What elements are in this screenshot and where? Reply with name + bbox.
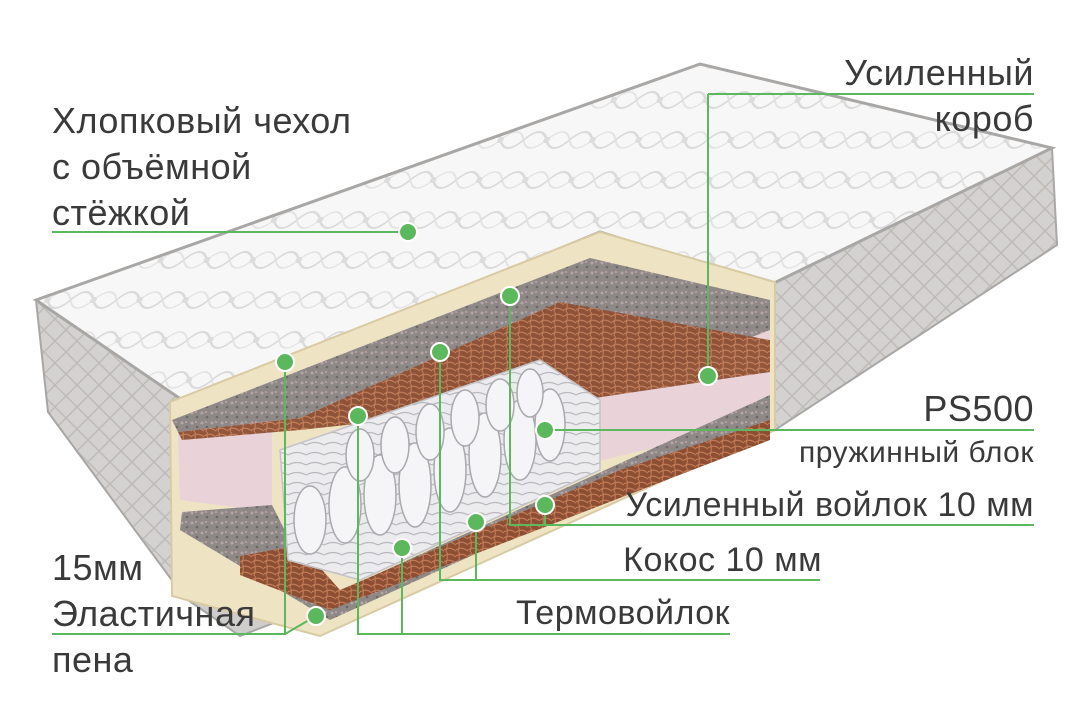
label-foam-line2: Эластичная [52,593,256,634]
dot-coconut-top [430,342,450,362]
label-cover: Хлопковый чехол с объёмной стёжкой [52,98,352,236]
dot-thermofelt-bottom [392,538,412,558]
dot-box [698,366,718,386]
dot-thermofelt-top [348,406,368,426]
dot-foam-bottom [306,606,326,626]
dot-felt-bottom [535,495,555,515]
label-cover-line3: стёжкой [52,192,191,233]
label-cover-line2: с объёмной [52,146,252,187]
label-cover-line1: Хлопковый чехол [52,100,352,141]
coconut-bottom [240,420,770,610]
label-box-line1: Усиленный [844,52,1034,93]
dot-foam-top [275,352,295,372]
callout-line-box [707,93,1034,376]
callout-line-thermofelt [357,416,730,635]
label-box-line2: короб [934,98,1034,139]
coconut-top [178,302,770,440]
dot-felt-top [500,286,520,306]
dot-cover [398,222,418,242]
callout-dots [275,222,718,626]
dot-coconut-bottom [466,512,486,532]
dot-springs [535,420,555,440]
box-foam-left [178,420,272,512]
label-spring-title: PS500 [923,388,1034,429]
label-spring-block: PS500 [923,386,1034,432]
label-felt: Усиленный войлок 10 мм [625,486,1034,524]
spring-coils [293,368,566,555]
label-spring-sub: пружинный блок [798,436,1034,469]
label-foam: 15мм Эластичная пена [52,545,255,683]
label-box: Усиленный короб [844,50,1034,142]
label-foam-line1: 15мм [52,547,144,588]
label-coconut: Кокос 10 мм [623,541,822,579]
label-foam-line3: пена [52,639,134,680]
label-thermofelt: Термовойлок [515,594,730,632]
